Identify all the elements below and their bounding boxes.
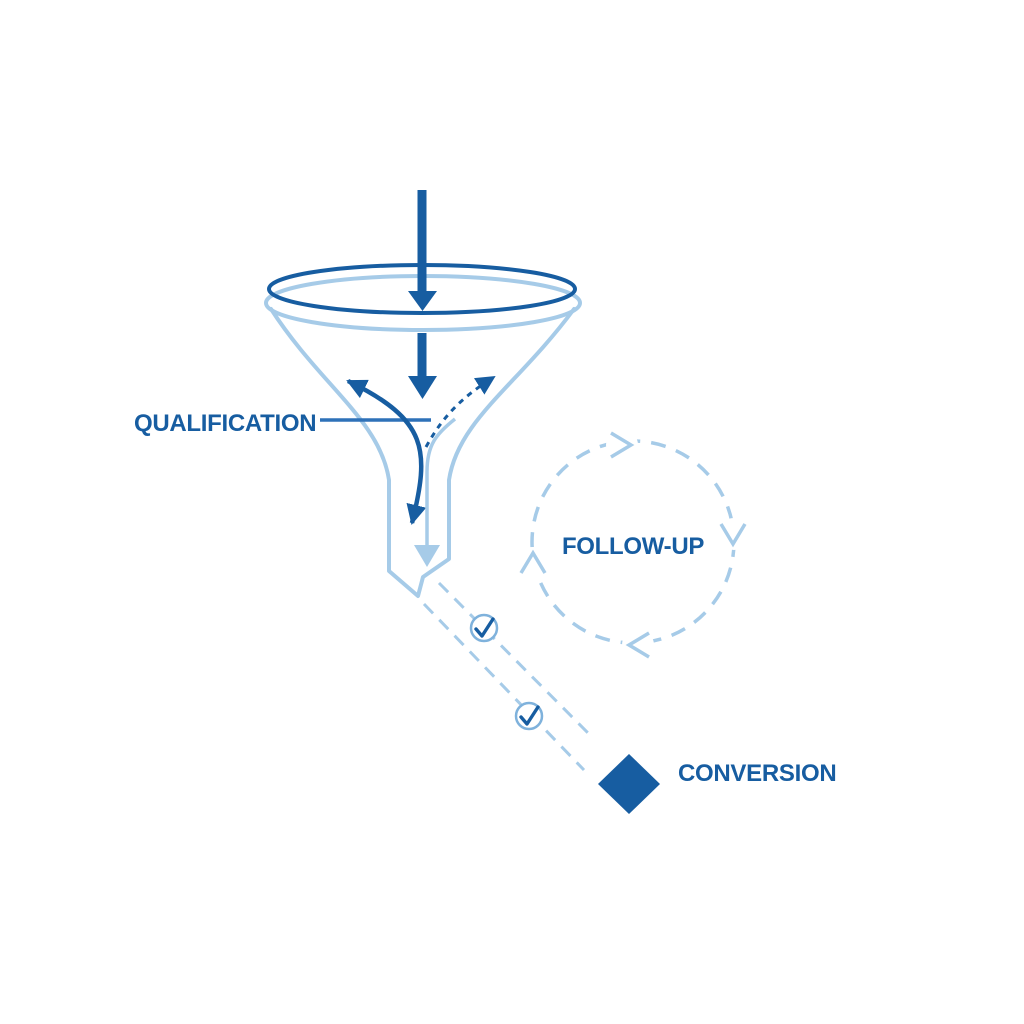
follow-up-label: FOLLOW-UP (562, 533, 704, 560)
conversion-label: CONVERSION (678, 760, 836, 787)
cycle-gap (606, 429, 638, 461)
follow-up-cycle-icon (517, 429, 750, 661)
funnel-body (269, 307, 576, 598)
inflow-arrow-icon (408, 190, 437, 399)
cycle-arrowhead-bottom (625, 631, 650, 659)
dashed-connector-line-2 (422, 602, 586, 772)
dashed-connector-line-1 (437, 581, 593, 738)
disqualified-dashed-arrow-icon (424, 375, 496, 448)
check-circle-icon-2 (514, 701, 544, 731)
cycle-gap (622, 629, 654, 661)
check-circle-icon-1 (469, 613, 499, 643)
cycle-arrowhead-top (610, 431, 635, 459)
cycle-arrowhead-right (719, 523, 747, 548)
qualification-split-arrow-icon (346, 378, 427, 525)
qualification-label: QUALIFICATION (134, 410, 316, 437)
cycle-gap (517, 547, 549, 579)
cycle-arrowhead-left (519, 549, 547, 574)
funnel-output-arrow-icon (414, 417, 457, 567)
conversion-diamond-icon (598, 754, 660, 814)
